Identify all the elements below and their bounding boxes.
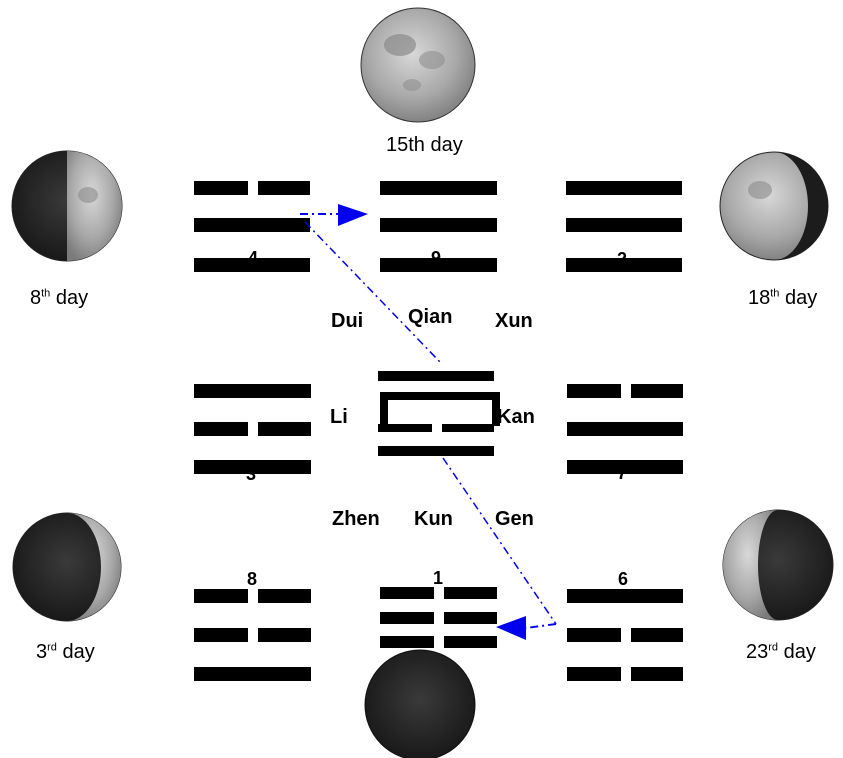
full-moon-icon bbox=[360, 7, 476, 123]
label-3rd-day: 3rd day bbox=[36, 641, 95, 663]
trigram-number-bot-right: 6 bbox=[618, 569, 629, 589]
trigram-number-top-left: 4 bbox=[248, 248, 259, 268]
trigram-name-zhen: Zhen bbox=[332, 508, 380, 530]
trigram-name-xun: Xun bbox=[495, 310, 533, 332]
trigram-name-gen: Gen bbox=[495, 508, 534, 530]
new-moon-icon bbox=[364, 649, 476, 758]
waning-gibbous-moon-icon bbox=[719, 151, 829, 261]
waxing-crescent-moon-icon bbox=[12, 512, 122, 622]
trigram-name-dui: Dui bbox=[331, 310, 364, 332]
arrow-bottom bbox=[442, 457, 557, 640]
trigram-number-top-center: 9 bbox=[431, 248, 442, 268]
trigram-number-mid-right: 7 bbox=[617, 463, 628, 483]
trigram-number-bot-center: 1 bbox=[433, 568, 444, 588]
trigram-name-li: Li bbox=[330, 406, 348, 428]
trigram-name-qian: Qian bbox=[408, 306, 453, 328]
trigram-number-mid-left: 3 bbox=[246, 464, 257, 484]
first-quarter-moon-icon bbox=[11, 150, 123, 262]
trigram-number-top-right: 2 bbox=[617, 249, 628, 269]
last-quarter-moon-icon bbox=[722, 509, 834, 621]
label-23rd-day: 23rd day bbox=[746, 641, 816, 663]
trigram-name-kun: Kun bbox=[414, 508, 453, 530]
label-15th-day: 15th day bbox=[386, 134, 463, 156]
label-18th-day: 18th day bbox=[748, 287, 818, 309]
trigram-number-bot-left: 8 bbox=[247, 569, 258, 589]
label-8th-day: 8th day bbox=[30, 287, 89, 309]
trigram-name-kan: Kan bbox=[497, 406, 535, 428]
arrow-top bbox=[300, 204, 441, 363]
